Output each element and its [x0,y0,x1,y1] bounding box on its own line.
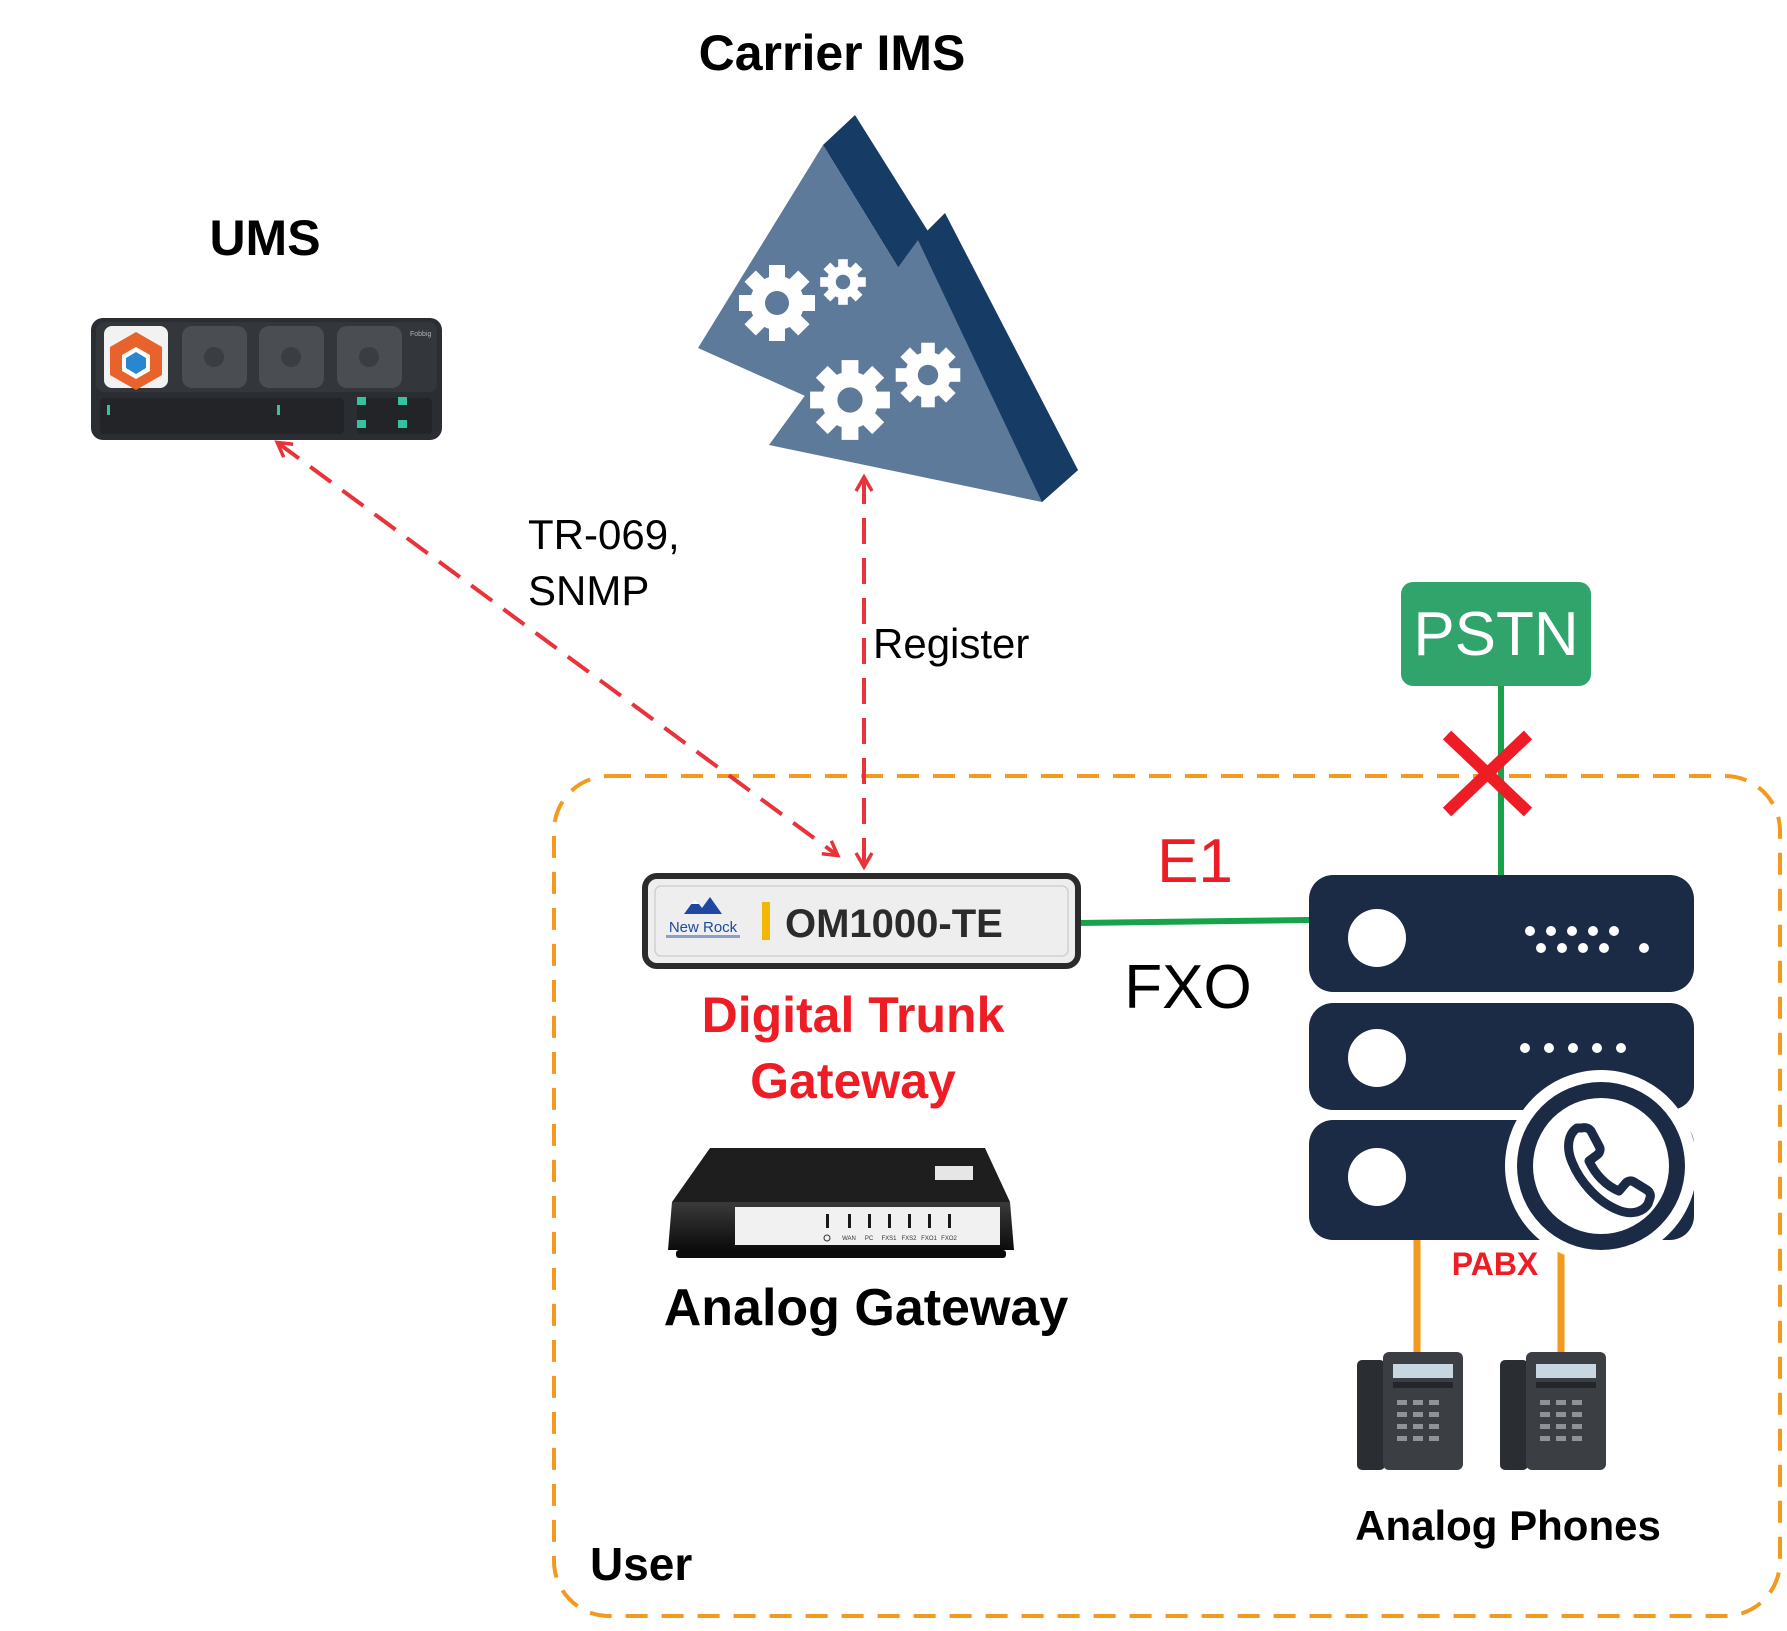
gear-icon [820,259,866,305]
analog-gateway: WAN PC FXS1 FXS2 FXO1 FXO2 Analog Gatewa… [664,1148,1069,1337]
pabx: PABX [1309,875,1697,1360]
analog-phones-label: Analog Phones [1355,1502,1661,1549]
ims-link-label: Register [873,620,1029,667]
carrier-ims-label: Carrier IMS [699,25,966,81]
e1-link-line [1077,917,1311,926]
ums-server-icon: Fobbig [91,318,442,440]
e1-link-label: E1 [1157,827,1233,896]
ums-link: TR-069, SNMP [274,440,841,858]
gw-port-label: PC [865,1236,874,1242]
pstn-label: PSTN [1413,600,1578,669]
fxo-link-label: FXO [1124,953,1251,1022]
om1000-device [642,873,1081,969]
user-zone: User [552,774,1782,1618]
analog-gateway-label: Analog Gateway [664,1279,1069,1337]
gw-port-label: FXO2 [941,1236,957,1242]
disconnected-x-icon [1442,730,1533,817]
ums: UMS Fobbig [91,210,442,440]
gear-icon [739,265,815,341]
analog-gateway-device: WAN PC FXS1 FXS2 FXO1 FXO2 [668,1148,1014,1258]
pabx-server-icon [1309,875,1697,1262]
pabx-label: PABX [1452,1246,1539,1282]
ums-link-label-line1: TR-069, [528,511,680,558]
gear-icon [810,360,890,440]
analog-phones: Analog Phones [1355,1352,1661,1549]
ims-link: Register [854,473,1029,871]
digital-trunk-gateway-label-line2: Gateway [750,1053,956,1109]
new-rock-logo: New Rock [666,897,740,938]
desk-phone-icon [1500,1352,1606,1470]
om1000-model-label: OM1000-TE [785,902,1003,946]
gear-icon [895,342,961,408]
gw-port-label: FXS2 [901,1236,917,1242]
new-rock-logo-text: New Rock [669,919,738,936]
gw-port-label: WAN [842,1236,856,1242]
ums-brand-text: Fobbig [410,331,432,338]
e1-link: E1 FXO [1077,827,1311,1022]
pstn-box [1401,582,1591,686]
phone-handset-icon [1564,1123,1655,1218]
ums-link-label-line2: SNMP [528,567,649,614]
gw-port-label: FXS1 [881,1236,897,1242]
carrier-ims: Carrier IMS [698,25,1078,502]
gw-port-label: FXO1 [921,1236,937,1242]
desk-phone-icon [1357,1352,1463,1470]
user-zone-border [552,774,1782,1618]
digital-trunk-gateway: New Rock OM1000-TE Digital Trunk Gateway [642,873,1081,1109]
ums-label: UMS [209,210,320,266]
carrier-ims-icon [698,115,1078,502]
ums-link-line [274,440,841,858]
user-zone-label: User [590,1538,692,1590]
pstn: PSTN [1401,582,1591,878]
digital-trunk-gateway-label-line1: Digital Trunk [702,987,1005,1043]
